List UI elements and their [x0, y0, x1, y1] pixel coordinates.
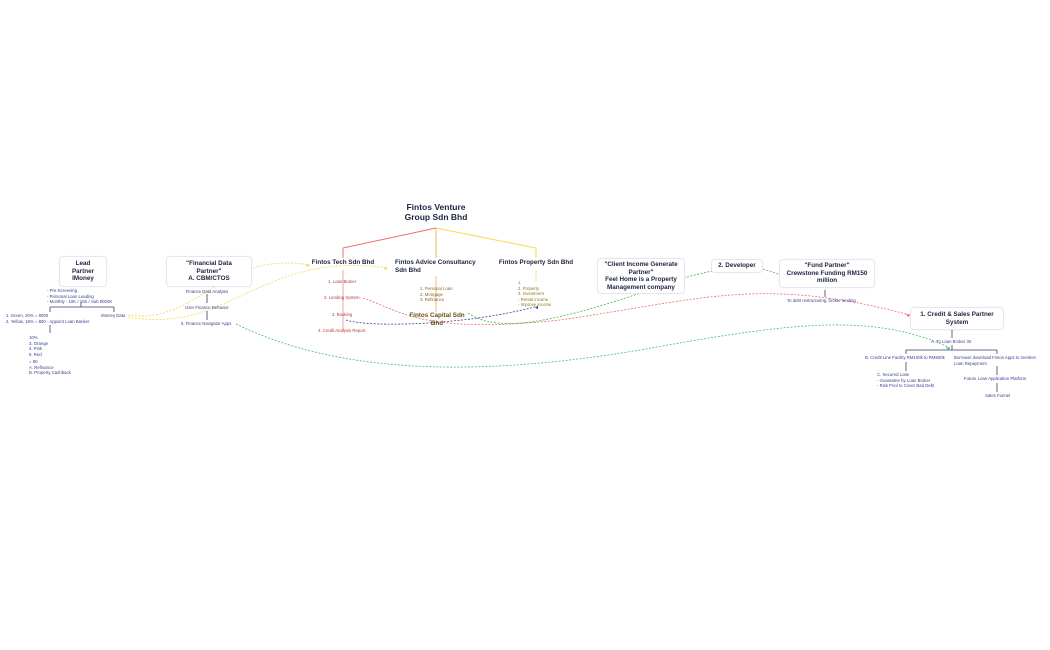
- fintos-tech-node[interactable]: Fintos Tech Sdn Bhd: [302, 259, 384, 267]
- credit-sales-b: B. Credit Line Facility RM100k to RM500k: [865, 355, 945, 360]
- fintos-advice-node[interactable]: Fintos Advice Consultancy Sdn Bhd: [395, 259, 485, 274]
- advice-items: 1. Personal Loan 2. Mortgage 3. Refinanc…: [420, 286, 453, 303]
- finance-data-analysis: Finance Data Analysis: [185, 289, 229, 294]
- lead-partner-extra-list: = 80 A. Refinance B. Property Cashback: [29, 359, 71, 376]
- fintos-capital-title: Fintos Capital Sdn Bhd: [409, 312, 465, 327]
- tech-item-booking: 3. Booking: [332, 312, 353, 317]
- client-income-line4: Management company: [607, 283, 675, 291]
- fund-partner-line1: "Fund Partner": [804, 262, 850, 269]
- tech-item-loan-broker: 1. Loan Broker: [328, 279, 357, 284]
- lead-partner-subtitle: IMoney: [72, 275, 94, 283]
- credit-sales-c: C. Secured Loan - Guarantee by Loan Brok…: [877, 372, 935, 389]
- fund-partner-node[interactable]: "Fund Partner" Crewstone Funding RM150 m…: [779, 259, 875, 288]
- developer-title: 2. Developer: [718, 262, 756, 269]
- financial-partner-subtitle: A. CBM/CTOS: [188, 275, 230, 283]
- credit-sales-a: A. To Loan Broker 30: [931, 339, 972, 344]
- lead-partner-notes: - Pre-Screening - Personal Loan Leading …: [47, 288, 113, 305]
- client-income-line3: Feel Home is a Property: [605, 276, 677, 284]
- credit-sales-line2: System: [945, 318, 969, 326]
- financial-partner-title: "Financial Data Partner": [186, 260, 232, 275]
- tech-item-credit-analysis-report: 4. Credit Analysis Report: [318, 328, 366, 333]
- fund-partner-line3: million: [816, 277, 838, 285]
- fintos-advice-title: Fintos Advice Consultancy: [395, 259, 476, 266]
- lead-partner-sub-list: 10% 3. Orange 4. Pink 5. Red: [29, 335, 49, 357]
- lead-partner-left-branch: 1. Green, 20% = 8000 2. Yellow, 18% = 80…: [6, 313, 90, 324]
- fintos-capital-node[interactable]: Fintos Capital Sdn Bhd: [404, 312, 470, 327]
- tech-item-lending-system: 2. Lending System: [324, 295, 360, 300]
- credit-sales-borrower: Borrower download Fintos Apps to mention…: [954, 355, 1036, 366]
- user-finance-behavior: User Finance Behavior: [185, 305, 229, 310]
- root-title-line2: Group Sdn Bhd: [404, 212, 468, 223]
- client-income-line1: "Client Income Generate: [604, 261, 678, 268]
- credit-sales-future: Future Loan Application Platform: [964, 376, 1027, 381]
- fintos-tech-title: Fintos Tech Sdn Bhd: [311, 259, 375, 266]
- fund-partner-note: To debt restructuring, broker lending: [787, 298, 856, 303]
- finance-navigator-apps: 5. Finance Navigator Apps: [181, 321, 232, 326]
- fintos-property-title: Fintos Property Sdn Bhd: [498, 259, 574, 266]
- root-title-line1: Fintos Venture: [406, 202, 466, 212]
- client-income-partner-node[interactable]: "Client Income Generate Partner" Feel Ho…: [597, 258, 685, 295]
- fund-partner-line2: Crewstone Funding RM150: [786, 269, 868, 277]
- lead-partner-imoney-data: IMoney Data: [101, 313, 126, 318]
- financial-data-partner-node[interactable]: "Financial Data Partner" A. CBM/CTOS: [166, 256, 252, 287]
- fintos-property-node[interactable]: Fintos Property Sdn Bhd: [496, 259, 576, 267]
- credit-sales-partner-node[interactable]: 1. Credit & Sales Partner System: [910, 307, 1004, 331]
- fintos-advice-subtitle: Sdn Bhd: [395, 266, 421, 274]
- developer-node[interactable]: 2. Developer: [711, 259, 763, 273]
- credit-sales-sales-funnel: Sales Funnel: [985, 393, 1011, 398]
- client-income-line2: Partner": [628, 268, 654, 276]
- lead-partner-title: Lead Partner: [71, 260, 95, 275]
- root-node[interactable]: Fintos Venture Group Sdn Bhd: [386, 202, 486, 222]
- lead-partner-node[interactable]: Lead Partner IMoney: [59, 256, 107, 287]
- property-items: 1. 2. Property 3. Investment - Rental in…: [518, 280, 552, 308]
- credit-sales-line1: 1. Credit & Sales Partner: [920, 311, 994, 318]
